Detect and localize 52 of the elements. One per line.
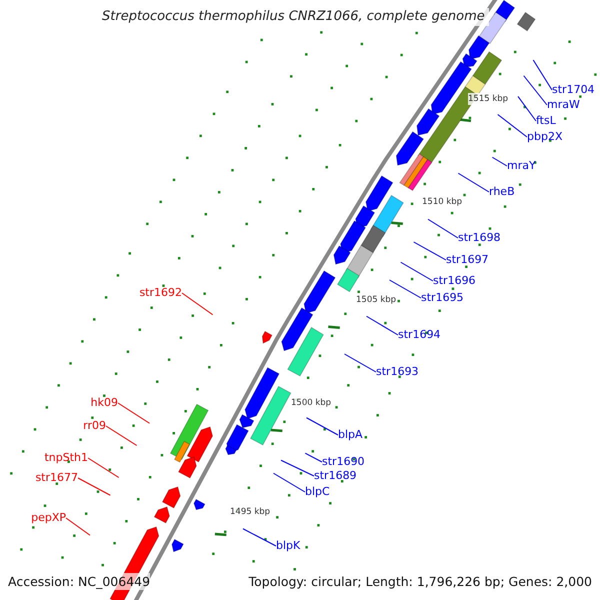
leader-line [458, 172, 490, 192]
gene-label: mraW [547, 97, 580, 113]
gene-label: tnpSth1 [44, 450, 88, 466]
leader-line [428, 218, 458, 238]
position-label: 1500 kbp [291, 397, 332, 409]
gene-label: str1690 [322, 454, 365, 470]
gene-label: rr09 [83, 418, 106, 434]
gene-label: str1704 [552, 82, 595, 98]
accession-text: Accession: NC_006449 [8, 573, 150, 590]
leader-line [66, 518, 90, 536]
leader-line [306, 417, 338, 436]
leader-line [413, 242, 446, 260]
position-label: 1510 kbp [422, 196, 462, 208]
gene-label: rheB [489, 184, 515, 200]
leader-line [88, 458, 120, 478]
gene-label: str1693 [376, 364, 419, 380]
leader-line [106, 426, 138, 446]
gene-label: pbp2X [527, 129, 562, 145]
gene-label: blpC [305, 484, 330, 500]
gene-label: str1689 [314, 468, 357, 484]
gene-label: str1696 [433, 273, 476, 289]
leader-line [492, 156, 508, 166]
gene-label: str1694 [398, 327, 441, 343]
gene-label: str1692 [139, 285, 182, 301]
leader-line [497, 114, 528, 138]
gene-label: hk09 [90, 395, 118, 411]
leader-line [532, 60, 552, 90]
leader-line [78, 478, 111, 496]
leader-line [523, 75, 548, 106]
leader-line [366, 316, 398, 336]
leader-line [389, 280, 422, 298]
position-label: 1495 kbp [230, 506, 270, 518]
gene-label: str1695 [421, 290, 464, 306]
gene-label: pepXP [31, 510, 66, 526]
gene-label: str1677 [35, 470, 78, 486]
leader-line [273, 472, 306, 492]
leader-line [400, 262, 434, 282]
gene-label: blpK [276, 538, 300, 554]
gene-label: blpA [338, 427, 363, 443]
position-label: 1505 kbp [356, 294, 396, 306]
leader-line [182, 292, 214, 316]
position-label: 1515 kbp [468, 93, 508, 105]
leader-line [118, 402, 150, 424]
gene-label: ftsL [536, 113, 556, 129]
leader-line [344, 354, 376, 372]
leader-line [304, 452, 322, 462]
gene-label: str1697 [446, 252, 489, 268]
leader-line [242, 528, 276, 546]
gene-label: mraY [507, 158, 536, 174]
leader-line [518, 96, 536, 122]
gene-label: str1698 [458, 230, 501, 246]
leader-line [280, 460, 314, 476]
